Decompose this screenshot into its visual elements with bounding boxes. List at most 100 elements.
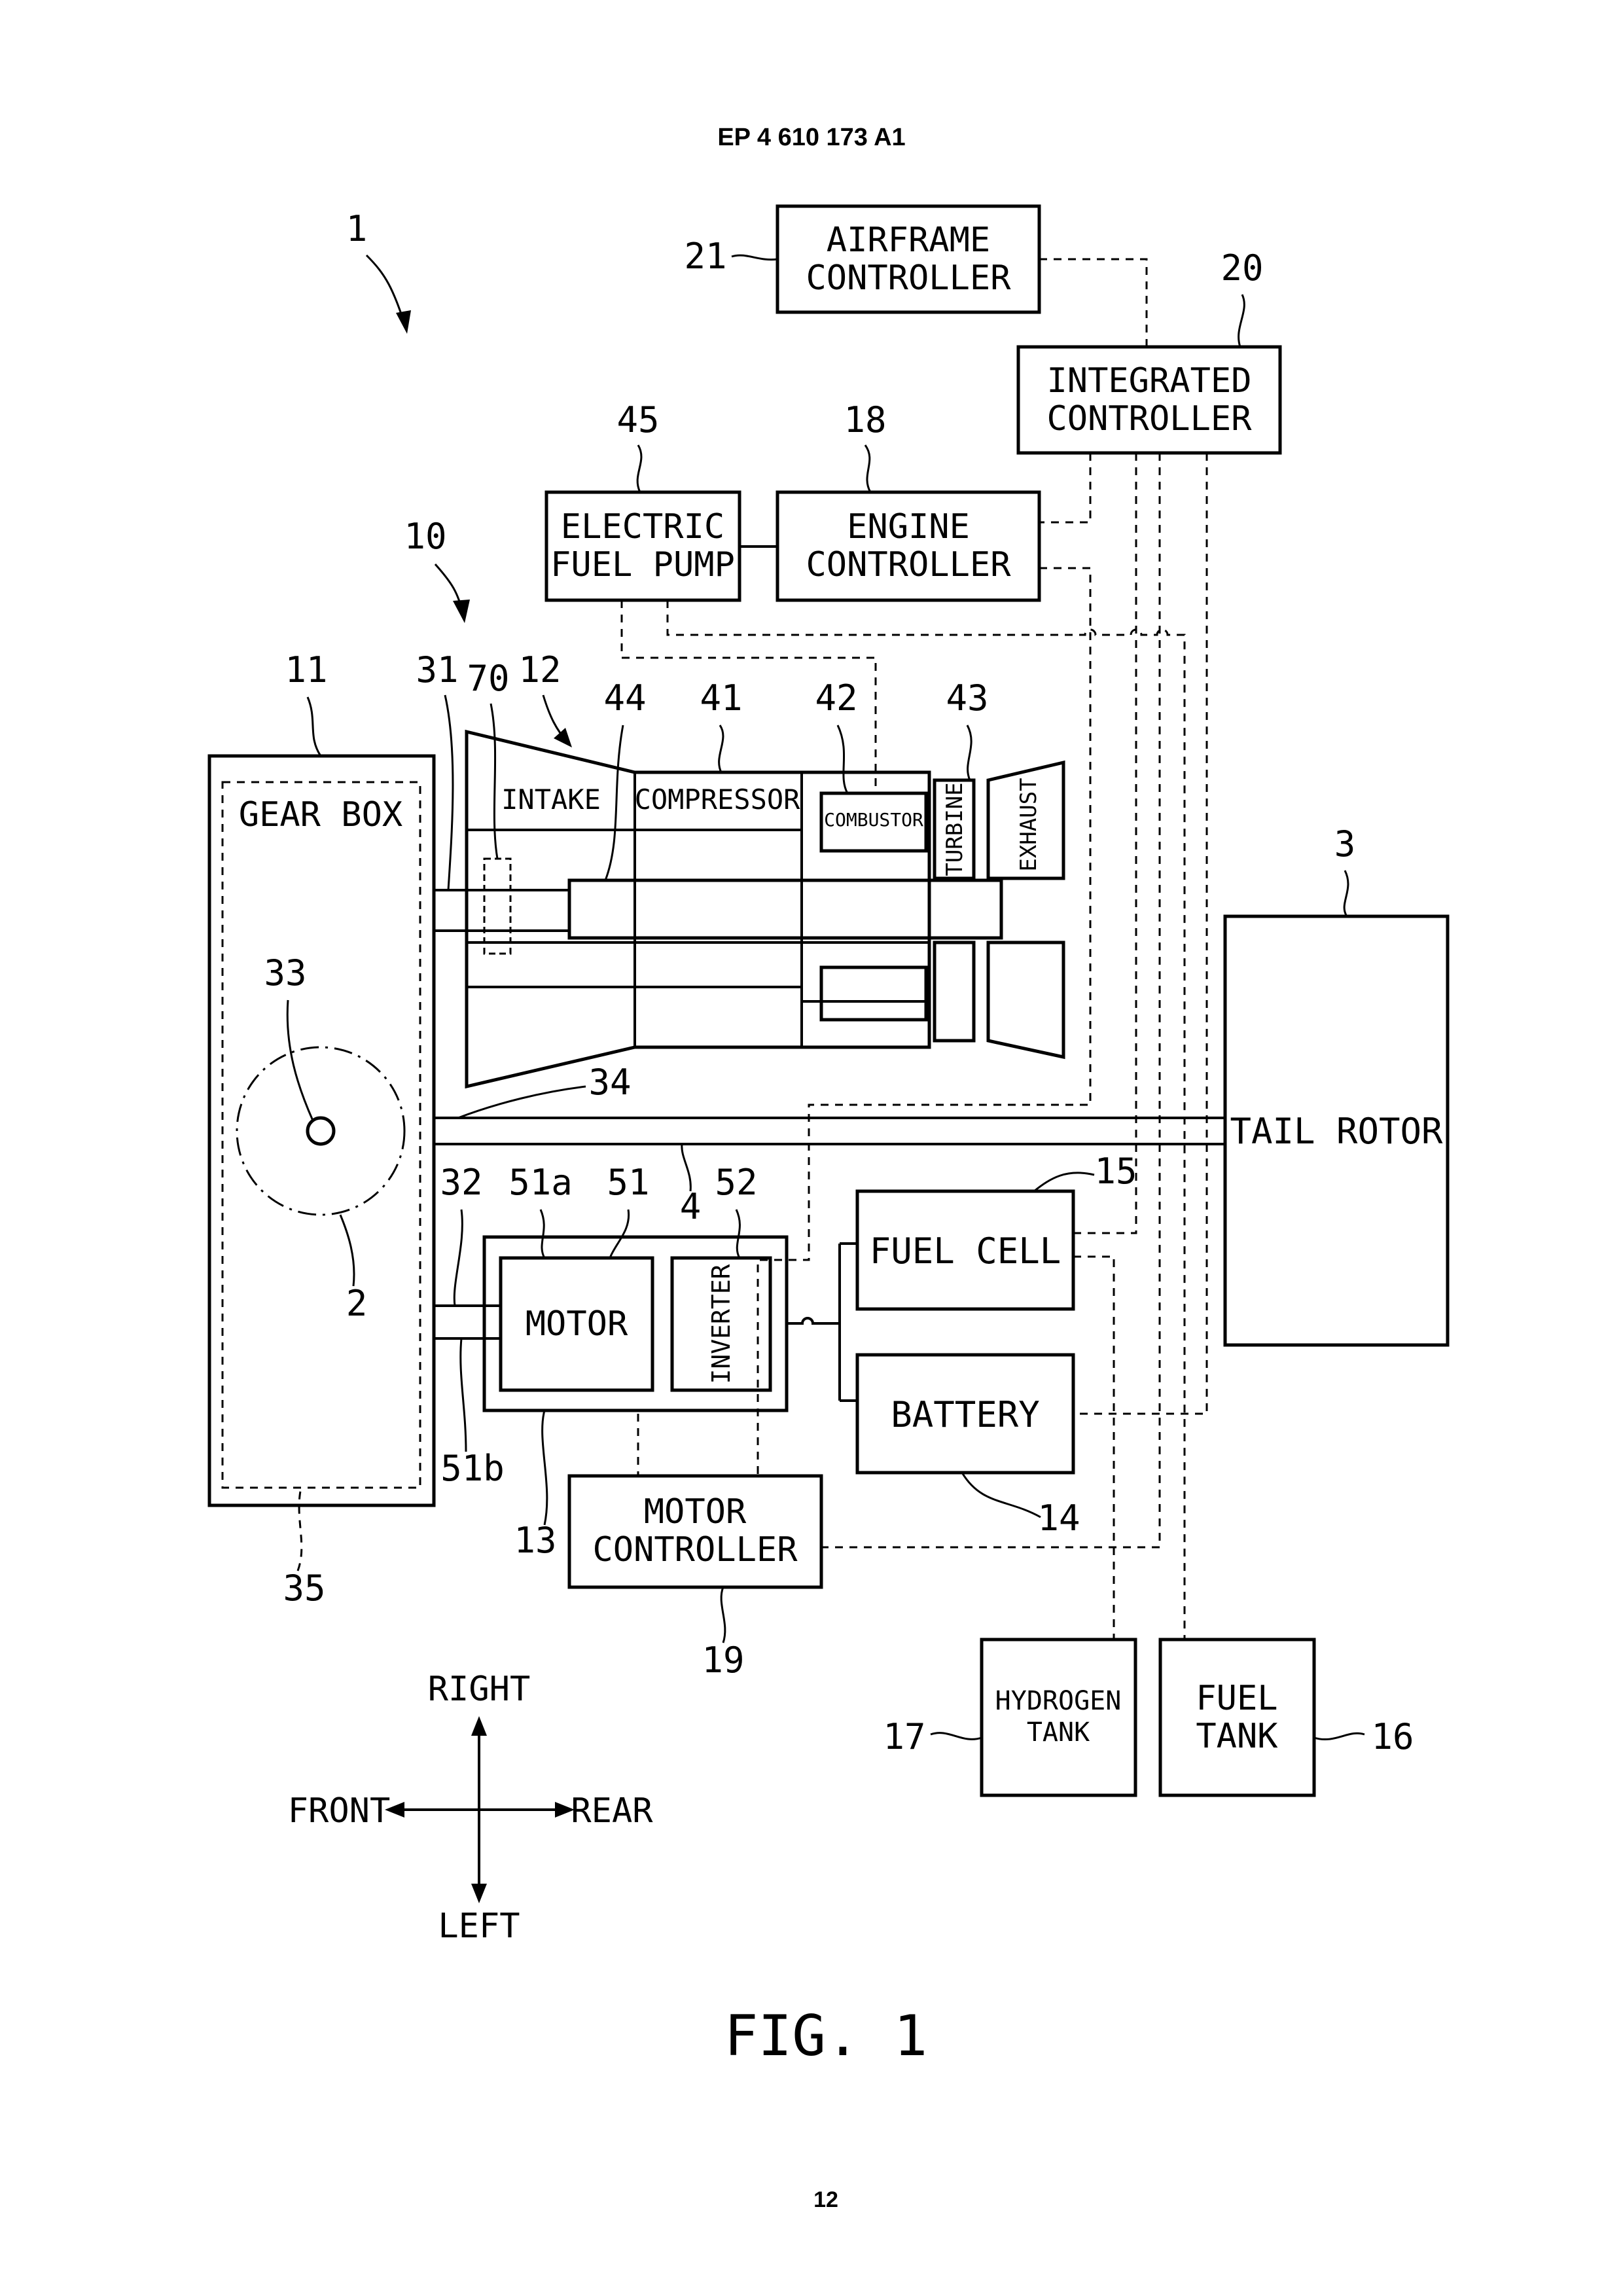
ref-15: 15	[1094, 1151, 1137, 1192]
ref-42: 42	[815, 677, 857, 719]
page-number: 12	[813, 2187, 838, 2212]
ref-17: 17	[883, 1716, 925, 1757]
ref-70: 70	[467, 658, 509, 699]
ref-42-leader	[838, 725, 847, 793]
ref-21: 21	[684, 236, 726, 277]
ref-20-leader	[1239, 295, 1245, 347]
ref-31-leader	[445, 695, 453, 890]
ref-44: 44	[603, 677, 646, 719]
gear-box-housing	[209, 756, 434, 1505]
direction-right-label: RIGHT	[428, 1670, 531, 1709]
airframe-controller-label-1: AIRFRAME	[827, 221, 990, 260]
ref-10-arrowhead	[453, 600, 470, 623]
fuel-tank-label-2: TANK	[1196, 1717, 1278, 1756]
fuel-tank-label-1: FUEL	[1196, 1679, 1277, 1718]
ref-35: 35	[283, 1568, 325, 1609]
ref-19: 19	[702, 1640, 744, 1681]
integrated-to-battery-signal	[1073, 453, 1207, 1414]
ref-51b-leader	[461, 1338, 466, 1452]
ref-12-arrowhead	[554, 728, 572, 747]
ref-20: 20	[1221, 247, 1263, 289]
motor-output-shaft	[434, 1306, 501, 1338]
gear-box-inner-boundary	[223, 782, 420, 1488]
ref-44-leader	[605, 725, 623, 880]
airframe-to-integrated-signal	[1039, 259, 1147, 347]
ref-18: 18	[844, 399, 886, 440]
compass-arrow-right	[471, 1716, 487, 1736]
hydrogen-tank-label-2: TANK	[1027, 1717, 1090, 1748]
ref-41: 41	[700, 677, 742, 719]
ref-32: 32	[440, 1162, 482, 1203]
ref-16-leader	[1314, 1733, 1364, 1739]
ref-1: 1	[346, 208, 368, 249]
engine-controller-to-motor-controller-signal	[758, 568, 1090, 1476]
ref-21-leader	[732, 255, 777, 260]
ref-51a-leader	[541, 1210, 544, 1258]
ref-45: 45	[616, 399, 659, 440]
ref-43-leader	[967, 725, 971, 780]
ref-16: 16	[1371, 1716, 1414, 1757]
battery-label: BATTERY	[891, 1394, 1040, 1435]
direction-left-label: LEFT	[438, 1907, 520, 1946]
ref-52: 52	[715, 1162, 757, 1203]
ref-33: 33	[264, 952, 306, 994]
ref-33-leader	[287, 1000, 313, 1121]
ref-11: 11	[285, 649, 327, 691]
ref-32-leader	[454, 1210, 462, 1306]
motor-controller-label-1: MOTOR	[644, 1492, 747, 1532]
main-gear-circle	[237, 1047, 404, 1215]
ref-17-leader	[931, 1733, 982, 1740]
airframe-controller-label-2: CONTROLLER	[806, 259, 1011, 298]
ref-4-leader	[682, 1144, 690, 1191]
gear-box-label: GEAR BOX	[239, 795, 402, 834]
fuel-cell-label: FUEL CELL	[870, 1230, 1061, 1272]
turbine-lower-box	[935, 942, 974, 1041]
compressor-label: COMPRESSOR	[635, 783, 801, 816]
motor-controller-label-2: CONTROLLER	[592, 1530, 798, 1570]
patent-number: EP 4 610 173 A1	[717, 124, 905, 151]
ref-51a: 51a	[508, 1162, 573, 1203]
integrated-to-engine-controller-signal	[1039, 453, 1090, 522]
ref-51: 51	[607, 1162, 649, 1203]
integrated-controller-label-1: INTEGRATED	[1046, 361, 1251, 401]
ref-13-leader	[543, 1410, 547, 1525]
integrated-to-fuel-cell-signal	[1073, 453, 1136, 1233]
ref-3-leader	[1344, 870, 1348, 916]
exhaust-lower	[988, 942, 1063, 1057]
main-rotor-shaft-circle	[308, 1118, 334, 1144]
hydrogen-tank-label-1: HYDROGEN	[995, 1686, 1122, 1716]
ref-51b: 51b	[440, 1448, 505, 1489]
ref-14: 14	[1037, 1498, 1080, 1539]
engine-controller-label-2: CONTROLLER	[806, 545, 1011, 584]
ref-11-leader	[308, 697, 321, 756]
ref-52-leader	[736, 1210, 740, 1258]
clutch-70	[484, 859, 510, 954]
ref-12: 12	[518, 649, 561, 691]
electric-fuel-pump-label-2: FUEL PUMP	[550, 545, 735, 584]
ref-2: 2	[346, 1283, 368, 1324]
motor-label: MOTOR	[526, 1304, 628, 1344]
ref-10: 10	[404, 516, 446, 557]
output-shaft-31	[434, 890, 569, 931]
integrated-controller-label-2: CONTROLLER	[1046, 399, 1252, 439]
ref-4: 4	[680, 1186, 702, 1227]
exhaust-label: EXHAUST	[1016, 778, 1042, 871]
figure-label: FIG. 1	[724, 2003, 928, 2069]
ref-70-leader	[491, 704, 497, 859]
tail-rotor-label: TAIL ROTOR	[1230, 1111, 1443, 1152]
engine-controller-label-1: ENGINE	[847, 507, 970, 547]
ref-15-leader	[1034, 1173, 1094, 1191]
ref-2-leader	[340, 1215, 354, 1286]
ref-41-leader	[719, 725, 723, 772]
ref-45-leader	[637, 445, 641, 492]
intake-label: INTAKE	[501, 783, 601, 816]
ref-34-leader	[458, 1086, 586, 1118]
combustor-lower-box	[821, 967, 926, 1020]
direction-rear-label: REAR	[571, 1791, 653, 1831]
ref-34: 34	[588, 1062, 631, 1103]
ref-1-arrowhead	[396, 310, 411, 334]
ref-31: 31	[416, 649, 458, 691]
ref-3: 3	[1334, 823, 1356, 865]
power-bus	[787, 1244, 857, 1401]
